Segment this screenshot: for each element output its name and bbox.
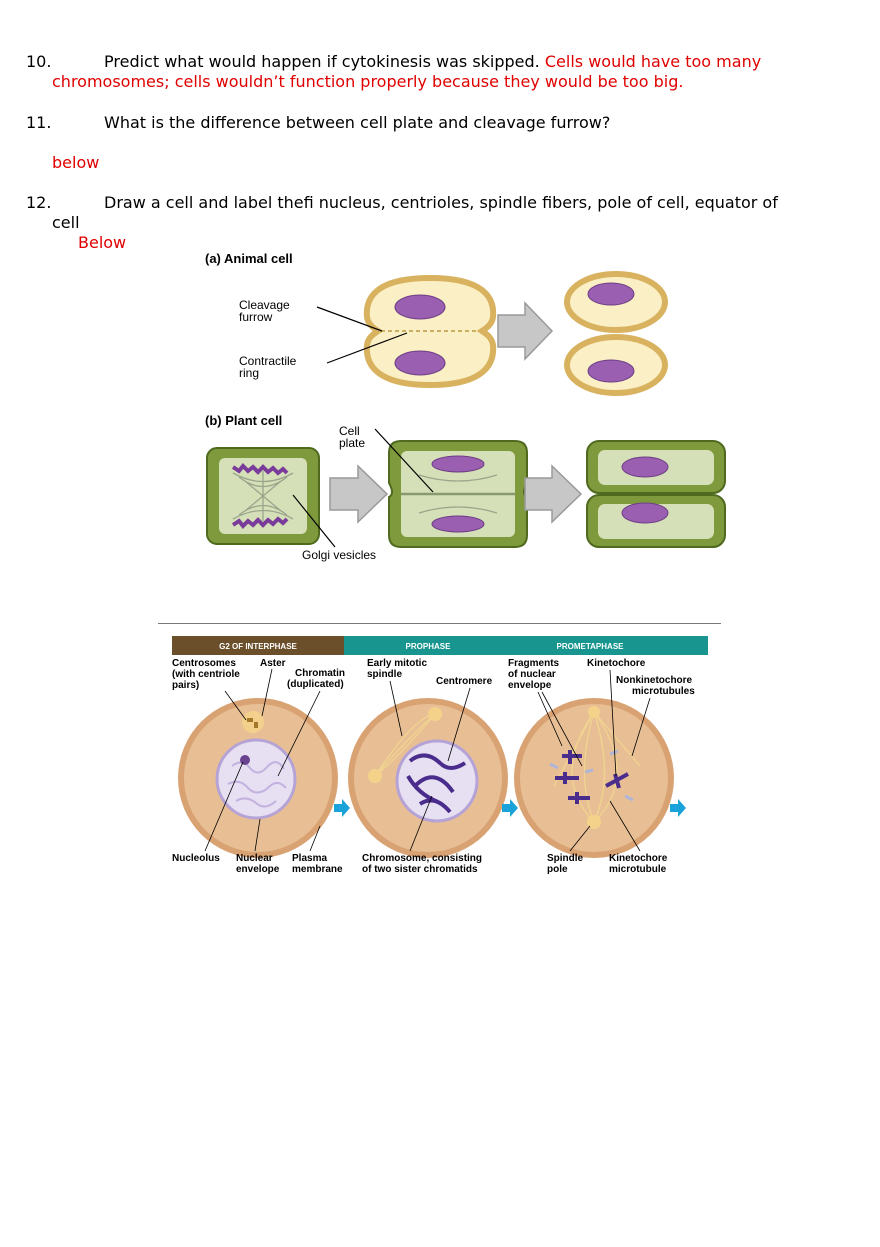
label-nucleolus: Nucleolus [172, 853, 220, 864]
answer-text-continued: chromosomes; cells wouldn’t function pro… [52, 72, 684, 91]
label-nuclear-envelope-2: envelope [236, 864, 280, 875]
cell-prometaphase [514, 698, 674, 858]
question-text: Draw a cell and label thefi nucleus, cen… [104, 193, 778, 212]
label-chromatin-2: (duplicated) [287, 679, 344, 690]
leader-line [326, 332, 408, 364]
label-centrosomes-2: (with centriole [172, 669, 240, 680]
cell-plate-label-2: plate [339, 436, 365, 450]
question-number: 11. [26, 113, 52, 132]
animal-daughter-cells [564, 271, 668, 396]
cleavage-furrow-label-2: furrow [239, 310, 273, 324]
answer-text: Cells would have too many [544, 52, 762, 71]
label-kinetochore: Kinetochore [587, 658, 646, 669]
cytokinesis-figure: (a) Animal cell Cleavage furrow Contract… [205, 251, 726, 562]
label-spindle-pole: Spindle [547, 853, 584, 864]
question-number: 12. [26, 193, 52, 212]
contractile-ring-label-2: ring [239, 366, 259, 380]
question-text: What is the difference between cell plat… [104, 113, 611, 132]
label-nuclear-envelope: Nuclear [236, 853, 273, 864]
question-text-continued: cell [52, 213, 80, 232]
phase-title: PROMETAPHASE [557, 642, 625, 651]
question-11: 11. What is the difference between cell p… [26, 113, 610, 133]
label-kinetochore-mt: Kinetochore [609, 853, 668, 864]
arrow-right-icon [334, 799, 350, 817]
label-early-spindle: Early mitotic [367, 658, 427, 669]
question-12: 12. Draw a cell and label thefi nucleus, … [26, 193, 778, 213]
label-chromosome-2: of two sister chromatids [362, 864, 478, 875]
phase-header-g2 [172, 636, 344, 655]
plant-cell-cell-plate [388, 440, 528, 548]
phase-header-prophase [344, 636, 708, 655]
plant-cell-mitosis [206, 447, 320, 545]
phase-title: G2 OF INTERPHASE [219, 642, 297, 651]
mitosis-figure: G2 OF INTERPHASE PROPHASE PROMETAPHASE [172, 636, 708, 875]
answer-text: below [52, 153, 100, 172]
plant-cell-label: (b) Plant cell [205, 413, 282, 428]
arrow-right-icon [670, 799, 686, 817]
golgi-vesicles-label: Golgi vesicles [302, 548, 376, 562]
right-arrow-icon [329, 464, 389, 524]
label-fragments: Fragments [508, 658, 560, 669]
question-text: Predict what would happen if cytokinesis… [104, 52, 540, 71]
figure-rule [158, 623, 721, 624]
plant-daughter-cells [586, 440, 726, 548]
phase-title: PROPHASE [406, 642, 452, 651]
leader-line [316, 306, 383, 332]
cell-plate-label: Cell [339, 424, 360, 438]
label-chromosome: Chromosome, consisting [362, 853, 482, 864]
cleavage-furrow-label: Cleavage [239, 298, 290, 312]
animal-cell-dividing [363, 274, 497, 389]
label-nonkinetochore: Nonkinetochore [616, 675, 693, 686]
label-spindle-pole-2: pole [547, 864, 568, 875]
question-number: 10. [26, 52, 52, 71]
label-plasma-membrane: Plasma [292, 853, 327, 864]
label-centromere: Centromere [436, 676, 493, 687]
cell-prophase [348, 698, 508, 858]
label-nonkinetochore-2: microtubules [632, 686, 695, 697]
right-arrow-icon [497, 301, 554, 361]
label-centrosomes: Centrosomes [172, 658, 236, 669]
arrow-right-icon [502, 799, 518, 817]
right-arrow-icon [524, 464, 583, 524]
label-fragments-3: envelope [508, 680, 552, 691]
leader-line [374, 428, 434, 493]
label-chromatin: Chromatin [295, 668, 345, 679]
animal-cell-label: (a) Animal cell [205, 251, 293, 266]
label-early-spindle-2: spindle [367, 669, 402, 680]
label-fragments-2: of nuclear [508, 669, 556, 680]
label-kinetochore-mt-2: microtubule [609, 864, 667, 875]
question-10: 10. Predict what would happen if cytokine… [26, 52, 761, 72]
answer-text: Below [78, 233, 127, 252]
label-plasma-membrane-2: membrane [292, 864, 343, 875]
label-centrosomes-3: pairs) [172, 680, 199, 691]
contractile-ring-label: Contractile [239, 354, 297, 368]
label-aster: Aster [260, 658, 286, 669]
leader-line [292, 494, 336, 548]
